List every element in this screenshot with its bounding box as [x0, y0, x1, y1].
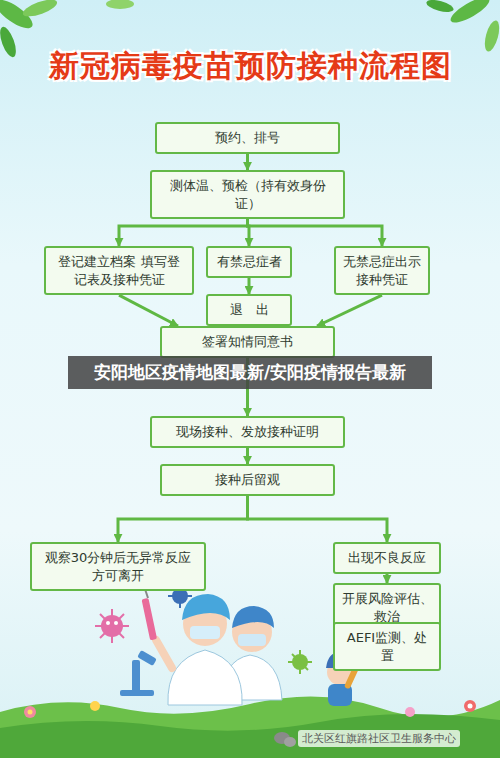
box-text: 有禁忌症者 [214, 253, 284, 271]
watermark-banner: 安阳地区疫情地图最新/安阳疫情报告最新 [68, 356, 432, 389]
flowers [24, 700, 476, 718]
box-text: 签署知情同意书 [168, 333, 327, 351]
wechat-icon [274, 732, 296, 747]
process-box: 接种后留观 [160, 464, 335, 496]
nurse-figure [142, 586, 243, 705]
flow-arrow [118, 496, 248, 542]
flow-arrow [248, 278, 251, 294]
flow-arrow [317, 295, 382, 326]
process-box: 无禁忌症出示 接种凭证 [334, 246, 430, 295]
process-box: 签署知情同意书 [160, 326, 335, 358]
box-text: AEFI监测、处置 [341, 629, 433, 664]
process-box: 观察30分钟后无异常反应 方可离开 [30, 542, 206, 591]
box-text: 出现不良反应 [341, 549, 433, 567]
process-box: 测体温、预检（持有效身份证） [150, 170, 345, 219]
watermark: 北关区红旗路社区卫生服务中心 [298, 730, 460, 747]
box-text: 现场接种、发放接种证明 [158, 423, 337, 441]
grass [0, 714, 500, 758]
title: 新冠病毒疫苗预防接种流程图 [0, 46, 500, 87]
box-text: 开展风险评估、救治 [341, 590, 433, 625]
box-text: 观察30分钟后无异常反应 方可离开 [38, 549, 198, 584]
process-box: 出现不良反应 [333, 542, 441, 574]
box-text: 登记建立档案 填写登记表及接种凭证 [52, 253, 186, 288]
flow-arrow [248, 496, 388, 542]
box-text: 测体温、预检（持有效身份证） [158, 177, 337, 212]
grass [0, 696, 500, 758]
flow-arrow [248, 219, 383, 246]
flow-arrow [119, 295, 178, 326]
process-box: 有禁忌症者 [206, 246, 292, 278]
box-text: 无禁忌症出示 接种凭证 [342, 253, 422, 288]
flow-arrow [119, 219, 248, 246]
flow-arrow [246, 154, 249, 170]
process-box: 现场接种、发放接种证明 [150, 416, 345, 448]
microscope [120, 650, 157, 696]
flow-arrow [386, 574, 389, 583]
box-text: 接种后留观 [168, 471, 327, 489]
flow-arrow [246, 448, 249, 464]
box-text: 退 出 [214, 301, 284, 319]
process-box: 退 出 [206, 294, 292, 326]
process-box: 登记建立档案 填写登记表及接种凭证 [44, 246, 194, 295]
process-box: 预约、排号 [155, 122, 340, 154]
box-text: 预约、排号 [163, 129, 332, 147]
process-box: AEFI监测、处置 [333, 622, 441, 671]
